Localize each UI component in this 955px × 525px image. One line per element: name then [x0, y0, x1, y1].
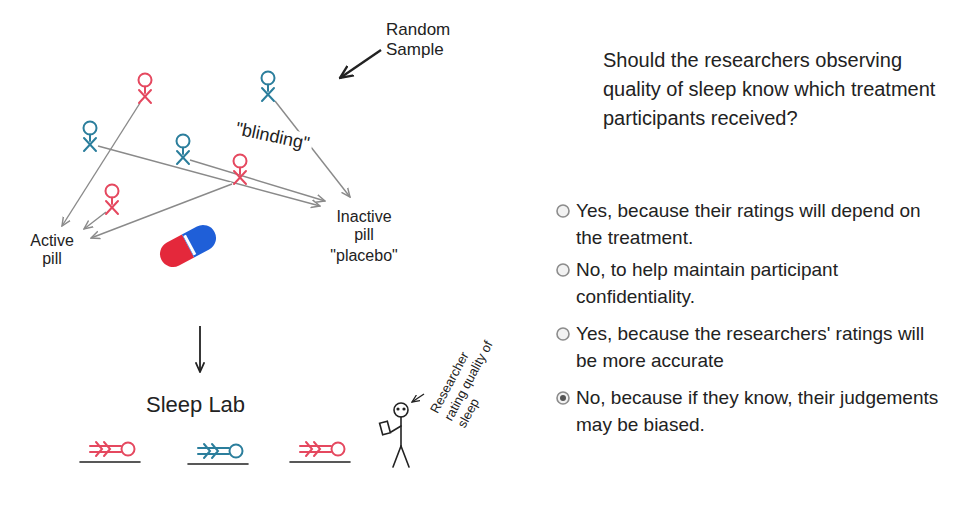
question-text: Should the researchers observing quality…	[603, 46, 945, 133]
radio-selected-dot	[560, 395, 566, 401]
radio-button	[557, 205, 569, 217]
callout-label: Researcher rating quality of sleep	[427, 320, 515, 430]
participant-figure	[177, 135, 190, 165]
group-label: Inactive pill	[326, 208, 402, 245]
assignment-arrow	[62, 103, 140, 226]
radio-button	[557, 264, 569, 276]
concept-label: "blinding"	[231, 118, 315, 156]
pointer-arrow	[340, 50, 381, 78]
callout-label: Random Sample	[386, 20, 464, 59]
participant-figure	[84, 122, 97, 152]
answer-option: Yes, because the researchers' ratings wi…	[576, 320, 944, 374]
radio-button	[557, 328, 569, 340]
answer-option: No, because if they know, their judgemen…	[576, 384, 944, 438]
answer-option: No, to help maintain participant confide…	[576, 256, 944, 310]
radio-button	[557, 392, 569, 404]
radio-buttons	[557, 205, 569, 404]
flow-arrow	[199, 326, 201, 372]
sleeping-figure	[80, 442, 140, 462]
pointer-arrow	[412, 394, 424, 402]
participant-figure	[262, 72, 275, 102]
answer-option: Yes, because their ratings will depend o…	[576, 197, 944, 251]
assignment-arrow	[98, 146, 320, 206]
sleeping-figure	[188, 444, 248, 464]
participant-figure	[139, 74, 152, 104]
sleeping-figure	[290, 442, 350, 462]
group-label: "placebo"	[326, 247, 402, 265]
group-label: Active pill	[20, 232, 84, 269]
participant-figure	[106, 185, 119, 215]
pill-icon	[155, 220, 220, 271]
place-label: Sleep Lab	[146, 392, 245, 418]
assignment-arrow	[84, 212, 106, 229]
participant-figure	[234, 155, 247, 185]
assignment-arrows	[62, 101, 350, 238]
researcher-figure	[380, 403, 409, 467]
